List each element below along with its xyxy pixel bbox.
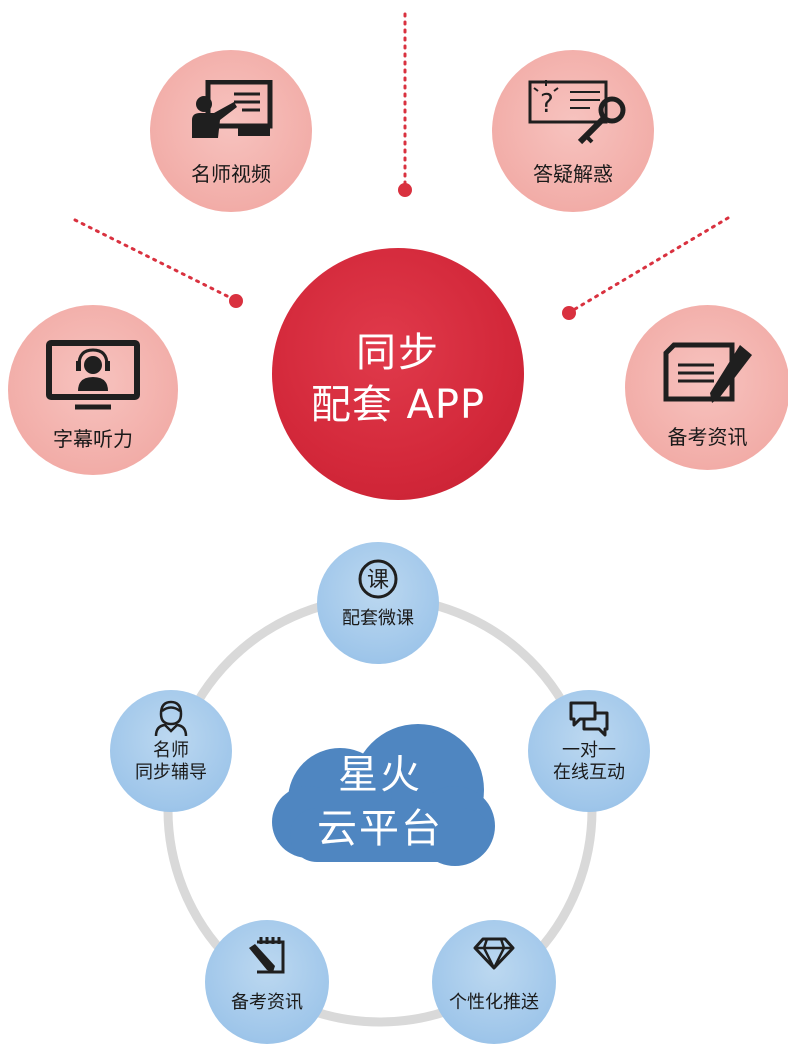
- feature-label: 字幕听力: [53, 427, 133, 451]
- node-label-line2: 同步辅导: [135, 762, 207, 783]
- feature-subtitle-listening: 字幕听力: [8, 305, 178, 475]
- svg-text:课: 课: [367, 568, 389, 593]
- hub-title-line2: 配套 APP: [310, 382, 486, 428]
- node-label: 备考资讯: [231, 992, 303, 1013]
- diamond-icon: [473, 937, 515, 970]
- feature-label: 名师视频: [191, 162, 271, 186]
- node-label-line1: 名师: [153, 740, 189, 761]
- question-key-icon: ?: [528, 80, 626, 145]
- notebook-pen-icon: [249, 937, 285, 974]
- node-label: 个性化推送: [449, 992, 539, 1013]
- headset-monitor-icon: [46, 340, 140, 410]
- node-personalized-push: 个性化推送: [432, 920, 556, 1044]
- node-label: 配套微课: [342, 608, 414, 629]
- node-matching-course: 课 配套微课: [317, 542, 439, 664]
- course-badge-icon: 课: [358, 559, 398, 599]
- chat-bubbles-icon: [569, 701, 609, 737]
- node-exam-info: 备考资讯: [205, 920, 329, 1044]
- hub-title-line1: 同步: [356, 330, 440, 376]
- node-one-on-one: 一对一 在线互动: [528, 690, 650, 812]
- feature-qa: ? 答疑解惑: [492, 50, 654, 212]
- feature-teacher-video: 名师视频: [150, 50, 312, 212]
- feature-label: 答疑解惑: [533, 162, 613, 186]
- node-label-line1: 一对一: [562, 740, 616, 761]
- cloud-title-line1: 星火: [338, 752, 422, 798]
- document-pen-icon: [663, 342, 752, 403]
- connector-lines: [73, 12, 730, 320]
- feature-label: 备考资讯: [667, 425, 748, 449]
- node-label-line2: 在线互动: [553, 762, 625, 783]
- svg-text:?: ?: [540, 89, 554, 119]
- feature-exam-info: 备考资讯: [625, 305, 788, 470]
- sync-app-hub: 同步 配套 APP: [272, 248, 524, 500]
- teacher-person-icon: [154, 700, 188, 737]
- teacher-board-icon: [192, 80, 273, 138]
- cloud-title-line2: 云平台: [317, 806, 443, 852]
- node-teacher-tutoring: 名师 同步辅导: [110, 690, 232, 812]
